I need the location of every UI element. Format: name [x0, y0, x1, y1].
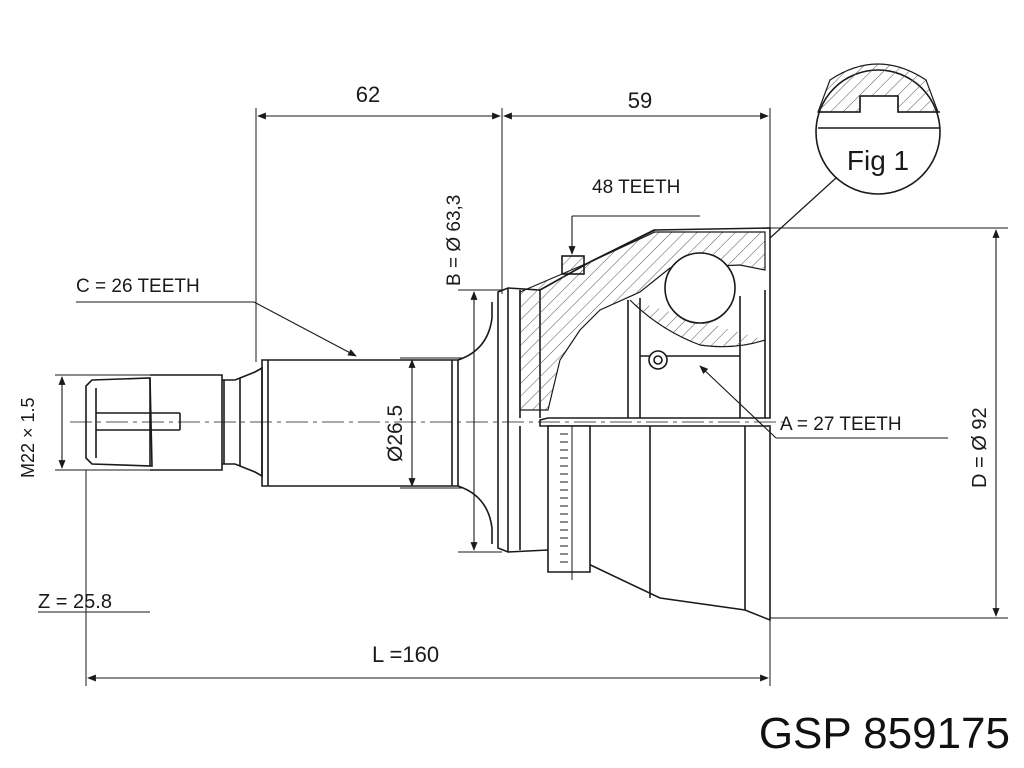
fig-label: Fig 1	[847, 145, 909, 176]
dim-outer-diameter: D = Ø 92	[969, 407, 991, 488]
dim-59: 59	[628, 88, 652, 113]
fig-detail-circle	[769, 63, 941, 239]
threaded-end	[85, 377, 181, 467]
dim-z-value: Z = 25.8	[38, 591, 112, 613]
abs-ring-teeth	[560, 425, 573, 580]
dim-a-teeth: A = 27 TEETH	[780, 414, 902, 435]
dim-62: 62	[356, 82, 380, 107]
dim-bearing-diameter: B = Ø 63,3	[444, 195, 465, 286]
dim-thread: M22 × 1.5	[18, 397, 38, 478]
brand-part-number: GSP 859175	[759, 709, 1010, 758]
joint-housing	[497, 227, 771, 622]
dim-total-length: L =160	[372, 642, 439, 667]
extension-lines	[55, 108, 1008, 686]
shaft	[261, 302, 493, 544]
abs-marker	[561, 255, 585, 275]
dimension-lines	[38, 112, 1000, 682]
dim-c-teeth: C = 26 TEETH	[76, 276, 200, 297]
dim-shaft-diameter: Ø26.5	[384, 405, 407, 462]
dim-48-teeth: 48 TEETH	[592, 177, 680, 198]
